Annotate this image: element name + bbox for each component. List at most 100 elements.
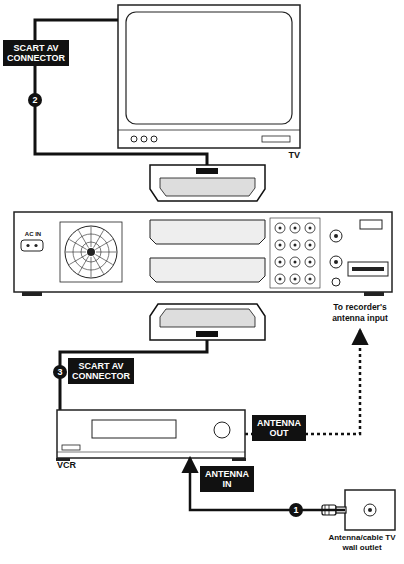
scart-plug-part bbox=[196, 331, 218, 337]
rca-jacks-part bbox=[275, 223, 285, 233]
recorder-rear-panel-part bbox=[34, 244, 37, 247]
scart-plug-part bbox=[150, 165, 265, 201]
vcr-unit-part bbox=[92, 420, 176, 438]
callout-number: 2 bbox=[28, 93, 42, 107]
wall-outlet-part bbox=[364, 504, 376, 516]
fan-grill-part bbox=[66, 252, 86, 253]
antenna-tag: ANTENNA IN bbox=[200, 466, 254, 492]
scart-plug-part bbox=[196, 168, 218, 174]
scart-plug-part bbox=[150, 304, 265, 340]
tv-set-part bbox=[262, 136, 290, 142]
recorder-rear-panel-part bbox=[14, 212, 392, 292]
node-text: TV bbox=[288, 150, 300, 160]
recorder-rear-panel-part bbox=[348, 262, 388, 276]
fan-grill-part bbox=[94, 230, 104, 247]
rca-jacks-part bbox=[275, 257, 285, 267]
fan-grill-part bbox=[69, 240, 86, 250]
recorder-rear-panel-part bbox=[270, 218, 320, 288]
tv-set-part bbox=[141, 136, 147, 142]
rca-jacks-part bbox=[309, 244, 312, 247]
tv-set-part bbox=[131, 136, 137, 142]
rca-jacks-part bbox=[309, 278, 312, 281]
vcr-unit-part bbox=[57, 452, 245, 453]
node-text: Antenna/cable TV wall outlet bbox=[325, 533, 399, 553]
tv-set-part bbox=[118, 5, 300, 148]
rca-jacks-part bbox=[309, 261, 312, 264]
rca-jacks-part bbox=[294, 244, 297, 247]
recorder-rear-panel-part bbox=[330, 230, 342, 242]
note-text: To recorder's antenna input bbox=[320, 302, 400, 323]
fan-grill-part bbox=[79, 230, 89, 247]
rca-jacks-part bbox=[275, 274, 285, 284]
fan-grill-part bbox=[91, 227, 92, 247]
rca-jacks-part bbox=[290, 240, 300, 250]
recorder-rear-panel bbox=[14, 212, 392, 296]
rca-jacks-part bbox=[290, 274, 300, 284]
recorder-rear-panel-part bbox=[334, 260, 338, 264]
rca-jacks-part bbox=[279, 261, 282, 264]
node-text: ANTENNA IN bbox=[205, 469, 249, 489]
rca-jacks-part bbox=[294, 227, 297, 230]
connector-tag: SCART AV CONNECTOR bbox=[3, 40, 69, 66]
callout-number: 3 bbox=[53, 365, 67, 379]
rca-jacks-part bbox=[305, 223, 315, 233]
rca-jacks-part bbox=[305, 240, 315, 250]
rca-jacks bbox=[275, 223, 315, 284]
rca-jacks-part bbox=[305, 257, 315, 267]
vcr-unit bbox=[56, 410, 246, 461]
scart-plug-part bbox=[160, 178, 255, 196]
fan-grill-part bbox=[95, 255, 112, 265]
tv-set-part bbox=[118, 130, 300, 131]
rca-jacks-part bbox=[279, 227, 282, 230]
recorder-rear-panel-part bbox=[334, 234, 338, 238]
node-text: SCART AV CONNECTOR bbox=[7, 43, 65, 63]
fan-grill-part bbox=[96, 252, 116, 253]
wall-outlet-part bbox=[345, 490, 395, 530]
tv-set bbox=[118, 5, 300, 148]
rca-jacks-part bbox=[294, 261, 297, 264]
rca-jacks-part bbox=[294, 278, 297, 281]
recorder-rear-panel-part bbox=[330, 256, 342, 268]
scart-plug bbox=[150, 304, 265, 340]
rca-jacks-part bbox=[279, 244, 282, 247]
callout-number: 1 bbox=[289, 503, 303, 517]
note-text: AC IN bbox=[18, 230, 48, 238]
antenna-cable bbox=[190, 458, 345, 510]
scart-cable bbox=[60, 340, 207, 410]
scart-plug-part bbox=[160, 309, 255, 327]
antenna-tag: ANTENNA OUT bbox=[252, 415, 306, 441]
recorder-rear-panel-part bbox=[150, 220, 265, 244]
rca-jacks-part bbox=[275, 240, 285, 250]
rca-jacks-part bbox=[279, 278, 282, 281]
recorder-rear-panel-part bbox=[87, 248, 95, 256]
rca-jacks-part bbox=[290, 223, 300, 233]
recorder-rear-panel-part bbox=[26, 244, 29, 247]
scart-cable-part bbox=[60, 340, 207, 410]
recorder-rear-panel-part bbox=[150, 258, 265, 282]
tv-set-part bbox=[126, 12, 292, 124]
recorder-rear-panel-part bbox=[332, 278, 340, 286]
recorder-rear-panel-part bbox=[21, 240, 43, 251]
node-text: VCR bbox=[57, 460, 76, 470]
fan-grill-part bbox=[95, 240, 112, 250]
tv-box: TV bbox=[118, 5, 300, 148]
wall-outlet-part bbox=[368, 508, 372, 512]
vcr-unit-part bbox=[232, 458, 246, 461]
vcr-unit-part bbox=[57, 410, 245, 458]
fan-grill-part bbox=[79, 256, 89, 273]
scart-plug bbox=[150, 165, 265, 201]
recorder-rear-panel-part bbox=[65, 226, 117, 278]
recorder-rear-panel-part bbox=[60, 222, 122, 282]
fan-grill-part bbox=[94, 256, 104, 273]
vcr-unit-part bbox=[214, 422, 230, 438]
recorder-rear-panel-part bbox=[360, 220, 382, 229]
tv-set-part bbox=[151, 136, 157, 142]
recorder-rear-panel-part bbox=[352, 267, 384, 271]
outlet-box: Antenna/cable TV wall outlet bbox=[345, 490, 395, 530]
vcr-box: VCR bbox=[57, 410, 245, 458]
rca-jacks-part bbox=[305, 274, 315, 284]
rca-jacks-part bbox=[290, 257, 300, 267]
fan-grill bbox=[66, 227, 116, 277]
